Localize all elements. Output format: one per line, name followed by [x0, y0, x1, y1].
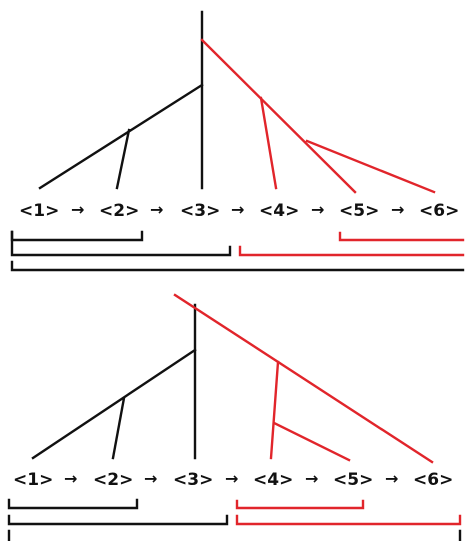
bottom-arrow-5: → [385, 469, 398, 488]
top-red-branch-to-4 [259, 96, 278, 190]
bottom-bracket-1-2 [7, 498, 139, 510]
bottom-diagram: <1> → <2> → <3> → <4> → <5> → <6> [7, 293, 462, 541]
bottom-red-branch-to-4 [269, 360, 280, 460]
top-branch-to-2 [115, 128, 131, 190]
top-node-1: <1> [19, 201, 59, 221]
bottom-node-5: <5> [333, 470, 373, 490]
top-node-row: <1> → <2> → <3> → <4> → <5> → <6> [19, 200, 459, 221]
bottom-node-2: <2> [93, 470, 133, 490]
top-branch-to-1 [38, 83, 204, 190]
bottom-arrow-2: → [144, 469, 157, 488]
bottom-red-branch-to-5 [272, 421, 351, 462]
bottom-node-row: <1> → <2> → <3> → <4> → <5> → <6> [13, 469, 453, 490]
top-arrow-3: → [231, 200, 244, 219]
bottom-node-4: <4> [253, 470, 293, 490]
top-black-tree [38, 10, 204, 190]
top-bracket-5-6 [338, 231, 465, 242]
bottom-node-3: <3> [173, 470, 213, 490]
bottom-black-tree [31, 303, 197, 460]
bottom-bracket-4-5 [235, 499, 365, 510]
bottom-arrow-1: → [64, 469, 77, 488]
bottom-node-1: <1> [13, 470, 53, 490]
bottom-red-tree [173, 293, 434, 464]
bottom-node-6: <6> [413, 470, 453, 490]
top-red-root-to-5 [200, 38, 357, 194]
top-bracket-1-3 [10, 230, 232, 257]
top-brackets [10, 230, 465, 272]
top-bracket-4-6 [238, 245, 465, 257]
top-diagram: <1> → <2> → <3> → <4> → <5> → <6> [10, 10, 465, 272]
top-arrow-4: → [311, 200, 324, 219]
top-red-branch-to-6 [305, 139, 436, 194]
top-node-2: <2> [99, 201, 139, 221]
bottom-arrow-4: → [305, 469, 318, 488]
bottom-branch-to-1 [31, 348, 197, 460]
bottom-red-root-to-6 [173, 293, 434, 464]
bottom-branch-to-2 [111, 396, 126, 460]
top-bracket-1-2 [10, 230, 144, 242]
top-arrow-2: → [150, 200, 163, 219]
top-node-3: <3> [180, 201, 220, 221]
top-bracket-all [10, 260, 465, 272]
bottom-brackets [7, 498, 462, 541]
top-node-4: <4> [259, 201, 299, 221]
bottom-bracket-1-3 [7, 514, 229, 526]
top-arrow-5: → [391, 200, 404, 219]
bottom-arrow-3: → [225, 469, 238, 488]
top-node-6: <6> [419, 201, 459, 221]
bottom-bracket-4-6 [235, 514, 462, 526]
top-node-5: <5> [339, 201, 379, 221]
top-red-tree [200, 38, 436, 194]
top-arrow-1: → [71, 200, 84, 219]
bottom-bracket-all [7, 529, 462, 541]
